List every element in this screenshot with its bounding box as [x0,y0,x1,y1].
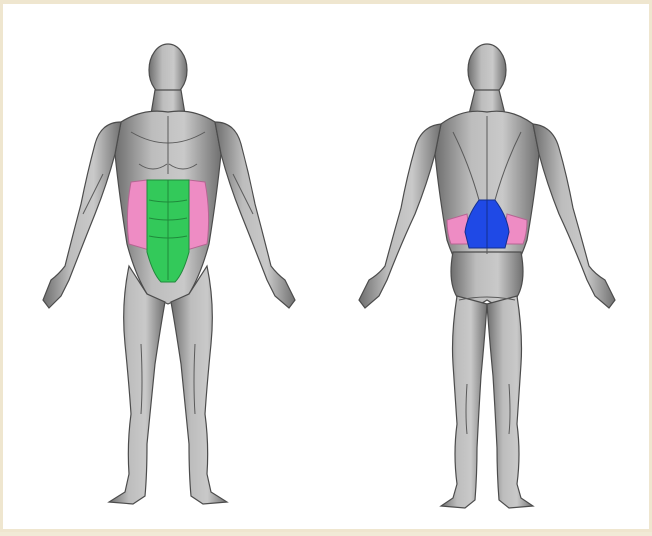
front-view-figure [3,4,329,536]
back-body-illustration [329,4,652,536]
front-obliques-left [127,180,149,250]
front-obliques-right [187,180,209,250]
back-view-figure [329,4,652,536]
front-body-illustration [3,4,329,536]
back-body [359,44,615,508]
